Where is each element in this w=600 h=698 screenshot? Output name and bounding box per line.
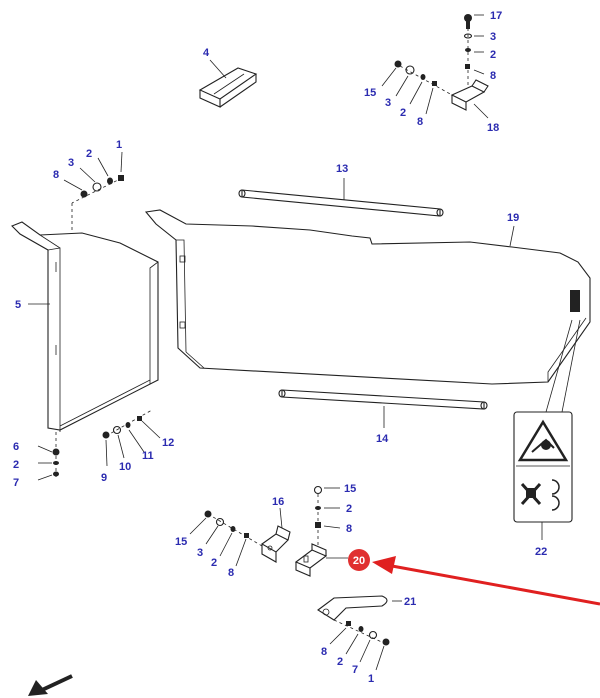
callout-17: 17 xyxy=(490,10,502,22)
part-22-decal xyxy=(513,319,581,540)
callout-2g: 2 xyxy=(337,656,343,668)
warning-entanglement-icon xyxy=(517,419,569,462)
callout-16: 16 xyxy=(272,496,284,508)
upper-left-hardware xyxy=(63,151,124,232)
callout-10: 10 xyxy=(119,461,131,473)
part-13-rail xyxy=(238,178,444,217)
part-4-bracket xyxy=(198,59,258,108)
callout-3d: 3 xyxy=(197,547,203,559)
callout-13: 13 xyxy=(336,163,348,175)
callout-14: 14 xyxy=(376,433,389,445)
callout-6: 6 xyxy=(13,441,19,453)
callout-2d: 2 xyxy=(13,459,19,471)
callout-2a: 2 xyxy=(490,49,496,61)
callout-18: 18 xyxy=(487,122,499,134)
callout-4: 4 xyxy=(203,47,210,59)
part-19-housing xyxy=(144,209,591,385)
callout-8c: 8 xyxy=(53,169,59,181)
callout-2c: 2 xyxy=(86,148,92,160)
callout-2e: 2 xyxy=(211,557,217,569)
callout-7b: 7 xyxy=(352,664,358,676)
part-21-arm xyxy=(317,595,402,671)
callout-12: 12 xyxy=(162,437,174,449)
callout-2f: 2 xyxy=(346,503,352,515)
highlight-arrow xyxy=(372,556,600,606)
part-20-hinge xyxy=(294,485,348,577)
lower-left-hardware xyxy=(37,409,161,481)
callout-20: 20 xyxy=(353,555,365,567)
callout-1b: 1 xyxy=(368,673,374,685)
callout-1a: 1 xyxy=(116,139,122,151)
direction-arrow-icon xyxy=(28,674,73,696)
callout-2b: 2 xyxy=(400,107,406,119)
callout-3c: 3 xyxy=(68,157,74,169)
callout-8a: 8 xyxy=(490,70,496,82)
part-14-rail xyxy=(278,389,488,428)
callout-21: 21 xyxy=(404,596,416,608)
callout-8b: 8 xyxy=(417,116,423,128)
highlight-marker[interactable] xyxy=(348,549,370,571)
callout-8f: 8 xyxy=(321,646,327,658)
callout-15a: 15 xyxy=(364,87,376,99)
callout-3b: 3 xyxy=(385,97,391,109)
callout-8d: 8 xyxy=(228,567,234,579)
part-16-bracket xyxy=(189,507,291,567)
callout-15b: 15 xyxy=(175,536,187,548)
callout-11: 11 xyxy=(142,450,154,462)
callout-19: 19 xyxy=(507,212,519,224)
callout-15c: 15 xyxy=(344,483,356,495)
callout-8e: 8 xyxy=(346,523,352,535)
callout-22: 22 xyxy=(535,546,547,558)
callout-5: 5 xyxy=(15,299,21,311)
callout-3a: 3 xyxy=(490,31,496,43)
top-right-hardware xyxy=(381,14,489,119)
part-5-side-panel xyxy=(11,221,159,432)
no-hands-rotating-icon xyxy=(520,479,560,511)
callout-9: 9 xyxy=(101,472,107,484)
callout-7a: 7 xyxy=(13,477,19,489)
